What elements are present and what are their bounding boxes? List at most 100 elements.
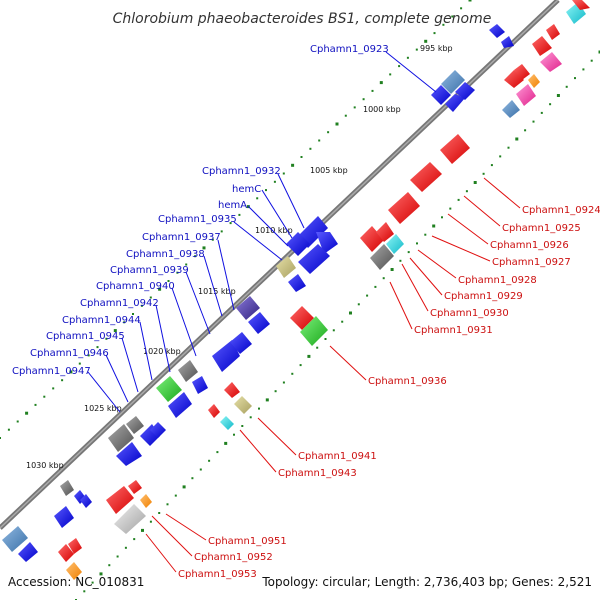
gene-arrow[interactable]	[220, 416, 234, 430]
tick-dot	[335, 122, 339, 126]
gene-arrow[interactable]	[445, 94, 465, 112]
tick-dot	[309, 147, 312, 150]
blue-leader-lines	[87, 51, 437, 413]
gene-arrow[interactable]	[178, 360, 198, 382]
gene-label[interactable]: Cphamn1_0942	[80, 298, 159, 309]
tick-dot	[515, 137, 519, 141]
gene-arrow[interactable]	[106, 486, 134, 514]
gene-arrow[interactable]	[248, 312, 270, 334]
gene-arrow[interactable]	[540, 52, 562, 72]
gene-arrow[interactable]	[2, 526, 28, 552]
gene-label[interactable]: Cphamn1_0953	[178, 569, 257, 580]
gene-arrow[interactable]	[431, 85, 451, 105]
gene-label[interactable]: Cphamn1_0925	[502, 223, 581, 234]
gene-arrow[interactable]	[440, 134, 470, 164]
gene-arrow[interactable]	[60, 480, 74, 496]
gene-arrow[interactable]	[514, 64, 530, 80]
gene-label[interactable]: Cphamn1_0935	[158, 214, 237, 225]
gene-arrow[interactable]	[236, 296, 260, 320]
gene-arrow[interactable]	[300, 316, 328, 346]
gene-label[interactable]: Cphamn1_0951	[208, 536, 287, 547]
tick-dot	[441, 216, 443, 219]
gene-label[interactable]: Cphamn1_0926	[490, 240, 569, 251]
gene-label[interactable]: Cphamn1_0939	[110, 265, 189, 276]
gene-label[interactable]: Cphamn1_0932	[202, 166, 281, 177]
gene-arrow[interactable]	[502, 100, 520, 118]
gene-arrow[interactable]	[360, 226, 384, 252]
gene-arrow[interactable]	[54, 506, 74, 528]
gene-label[interactable]: Cphamn1_0930	[430, 308, 509, 319]
gene-arrow[interactable]	[388, 192, 420, 224]
gene-arrow[interactable]	[168, 392, 192, 418]
gene-arrow[interactable]	[501, 36, 514, 48]
gene-arrow[interactable]	[18, 542, 38, 562]
gene-label[interactable]: Cphamn1_0927	[492, 257, 571, 268]
reverse-genes	[58, 0, 590, 580]
gene-arrow[interactable]	[276, 256, 296, 278]
gene-arrow[interactable]	[114, 504, 146, 534]
tick-dot	[499, 155, 502, 158]
gene-arrow[interactable]	[410, 162, 442, 192]
tick-dot	[465, 190, 468, 193]
tick-dot	[357, 303, 360, 306]
gene-label[interactable]: Cphamn1_0938	[126, 249, 205, 260]
gene-arrow[interactable]	[150, 422, 166, 438]
tick-dot	[282, 172, 285, 175]
gene-arrow[interactable]	[532, 36, 552, 56]
gene-arrow[interactable]	[572, 0, 590, 10]
gene-label[interactable]: Cphamn1_0936	[368, 376, 447, 387]
tick-dot	[291, 372, 294, 375]
gene-label[interactable]: Cphamn1_0937	[142, 232, 221, 243]
gene-arrow[interactable]	[386, 234, 404, 254]
gene-label[interactable]: Cphamn1_0947	[12, 366, 91, 377]
gene-label[interactable]: Cphamn1_0940	[96, 281, 175, 292]
gene-label[interactable]: Cphamn1_0931	[414, 325, 493, 336]
gene-label[interactable]: Cphamn1_0924	[522, 205, 600, 216]
gene-arrow[interactable]	[316, 232, 338, 254]
tick-dot	[540, 111, 543, 114]
gene-arrow[interactable]	[376, 222, 394, 242]
gene-arrow[interactable]	[288, 274, 306, 292]
gene-label[interactable]: Cphamn1_0944	[62, 315, 141, 326]
gene-arrow[interactable]	[212, 340, 240, 372]
gene-arrow[interactable]	[230, 332, 252, 354]
gene-label[interactable]: Cphamn1_0941	[298, 451, 377, 462]
gene-arrow[interactable]	[192, 376, 208, 394]
gene-arrow[interactable]	[528, 74, 540, 88]
gene-arrow[interactable]	[455, 82, 475, 100]
gene-arrow[interactable]	[126, 416, 144, 434]
gene-label[interactable]: Cphamn1_0946	[30, 348, 109, 359]
tick-dot	[433, 32, 436, 35]
gene-arrow[interactable]	[58, 544, 74, 562]
gene-arrow[interactable]	[504, 70, 524, 88]
gene-label[interactable]: Cphamn1_0945	[46, 331, 125, 342]
gene-arrow[interactable]	[516, 84, 536, 106]
gene-arrow[interactable]	[156, 376, 182, 402]
gene-arrow[interactable]	[208, 404, 220, 418]
gene-arrow[interactable]	[140, 494, 152, 508]
gene-arrow[interactable]	[66, 562, 82, 580]
gene-arrow[interactable]	[224, 382, 240, 398]
red-leader-lines	[145, 177, 521, 573]
gene-label[interactable]: Cphamn1_0928	[458, 275, 537, 286]
kbp-label: 1010 kbp	[255, 226, 293, 235]
gene-label[interactable]: Cphamn1_0943	[278, 468, 357, 479]
gene-arrow[interactable]	[441, 70, 465, 94]
gene-label[interactable]: Cphamn1_0923	[310, 44, 389, 55]
gene-arrow[interactable]	[546, 24, 560, 40]
gene-label[interactable]: Cphamn1_0952	[194, 552, 273, 563]
gene-label[interactable]: Cphamn1_0929	[444, 291, 523, 302]
gene-label[interactable]: hemC	[232, 184, 261, 195]
gene-arrow[interactable]	[298, 244, 330, 274]
gene-arrow[interactable]	[108, 424, 134, 452]
gene-arrow[interactable]	[80, 494, 92, 508]
gene-arrow[interactable]	[68, 538, 82, 554]
gene-arrow[interactable]	[489, 24, 505, 38]
gene-arrow[interactable]	[234, 396, 252, 414]
kbp-label: 1030 kbp	[26, 461, 64, 470]
gene-label[interactable]: hemA	[218, 200, 247, 211]
tick-track-outer	[0, 0, 472, 439]
gene-arrow[interactable]	[128, 480, 142, 494]
gene-arrow[interactable]	[116, 442, 142, 466]
gene-arrow[interactable]	[370, 244, 394, 270]
